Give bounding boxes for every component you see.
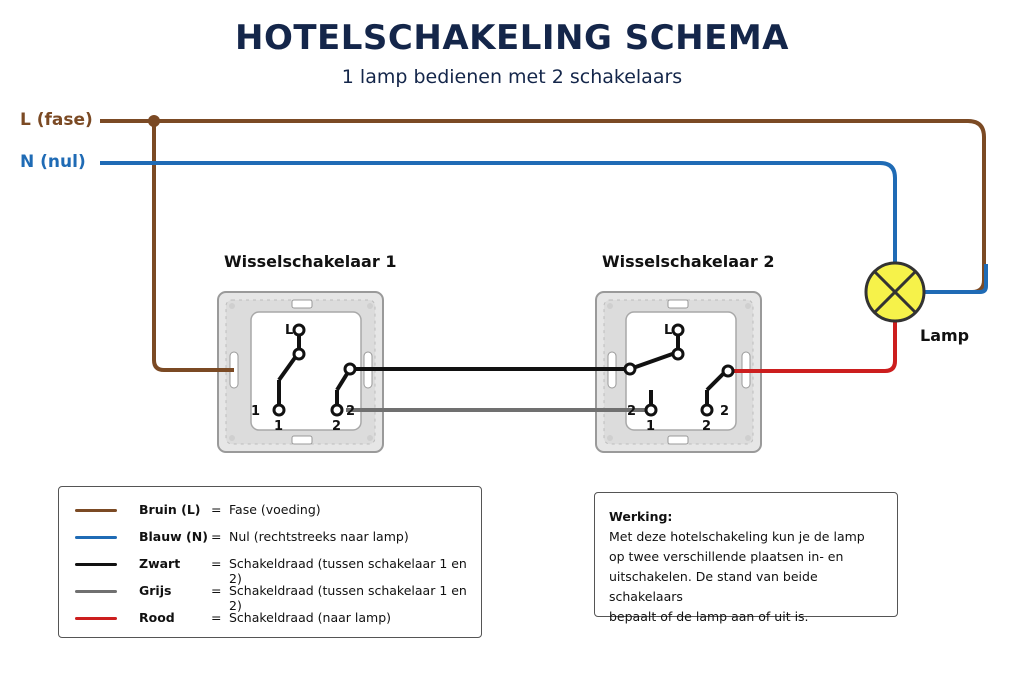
phase-wire-to-switch1 (152, 121, 234, 372)
switch2-terminal-1: 1 (646, 419, 655, 434)
legend-desc: Schakeldraad (tussen schakelaar 1 en 2) (229, 556, 467, 586)
phase-label: L (fase) (20, 110, 93, 130)
info-line: uitschakelen. De stand van beide schakel… (609, 569, 818, 604)
legend-name: Zwart (139, 556, 181, 571)
switch1-side-2: 2 (346, 404, 355, 419)
switched-wire-red (730, 322, 897, 373)
info-line: Met deze hotelschakeling kun je de lamp (609, 529, 865, 544)
switch1-terminal-1: 1 (274, 419, 283, 434)
info-line: bepaalt of de lamp aan of uit is. (609, 609, 809, 624)
switch1-terminal-l: L (285, 323, 293, 338)
legend-swatch-brown (75, 509, 117, 512)
legend-row: Bruin (L) = Fase (voeding) (59, 500, 481, 522)
legend-swatch-grey (75, 590, 117, 593)
switch1-plate (217, 291, 384, 453)
legend-name: Bruin (L) (139, 502, 201, 517)
legend-desc: Schakeldraad (tussen schakelaar 1 en 2) (229, 583, 467, 613)
legend: Bruin (L) = Fase (voeding) Blauw (N) = N… (58, 486, 482, 638)
switch2-terminal-2: 2 (702, 419, 711, 434)
legend-eq: = (211, 502, 222, 517)
switch2-side-r: 2 (720, 404, 729, 419)
phase-junction-dot (148, 115, 160, 127)
legend-desc: Fase (voeding) (229, 502, 321, 517)
info-box: Werking: Met deze hotelschakeling kun je… (594, 492, 898, 624)
legend-desc: Nul (rechtstreeks naar lamp) (229, 529, 409, 544)
neutral-label: N (nul) (20, 152, 86, 172)
info-line: op twee verschillende plaatsen in- en (609, 549, 844, 564)
legend-row: Blauw (N) = Nul (rechtstreeks naar lamp) (59, 527, 481, 549)
neutral-wire (100, 161, 897, 262)
diagram-title: HOTELSCHAKELING SCHEMA (234, 18, 789, 58)
phase-wire (100, 119, 986, 294)
legend-swatch-blue (75, 536, 117, 539)
legend-desc: Schakeldraad (naar lamp) (229, 610, 391, 625)
legend-eq: = (211, 556, 222, 571)
legend-swatch-red (75, 617, 117, 620)
legend-row: Grijs = Schakeldraad (tussen schakelaar … (59, 581, 481, 613)
switch1-terminal-2: 2 (332, 419, 341, 434)
switch1-side-1: 1 (251, 404, 260, 419)
legend-name: Grijs (139, 583, 172, 598)
switch1-terminals (272, 323, 357, 417)
legend-row: Zwart = Schakeldraad (tussen schakelaar … (59, 554, 481, 586)
switch2-terminals (623, 323, 735, 417)
legend-swatch-black (75, 563, 117, 566)
legend-row: Rood = Schakeldraad (naar lamp) (59, 608, 481, 630)
switch1-title: Wisselschakelaar 1 (224, 252, 397, 271)
switch2-title: Wisselschakelaar 2 (602, 252, 775, 271)
legend-eq: = (211, 610, 222, 625)
switch2-terminal-l: L (664, 323, 672, 338)
switch2-side-2: 2 (627, 404, 636, 419)
diagram-subtitle: 1 lamp bedienen met 2 schakelaars (341, 66, 683, 88)
lamp-icon (864, 261, 926, 323)
lamp-label: Lamp (920, 326, 970, 345)
legend-name: Rood (139, 610, 175, 625)
legend-eq: = (211, 583, 222, 598)
lamp-to-phase-blue (922, 264, 988, 294)
legend-name: Blauw (N) (139, 529, 208, 544)
info-title: Werking: (609, 509, 673, 524)
legend-eq: = (211, 529, 222, 544)
